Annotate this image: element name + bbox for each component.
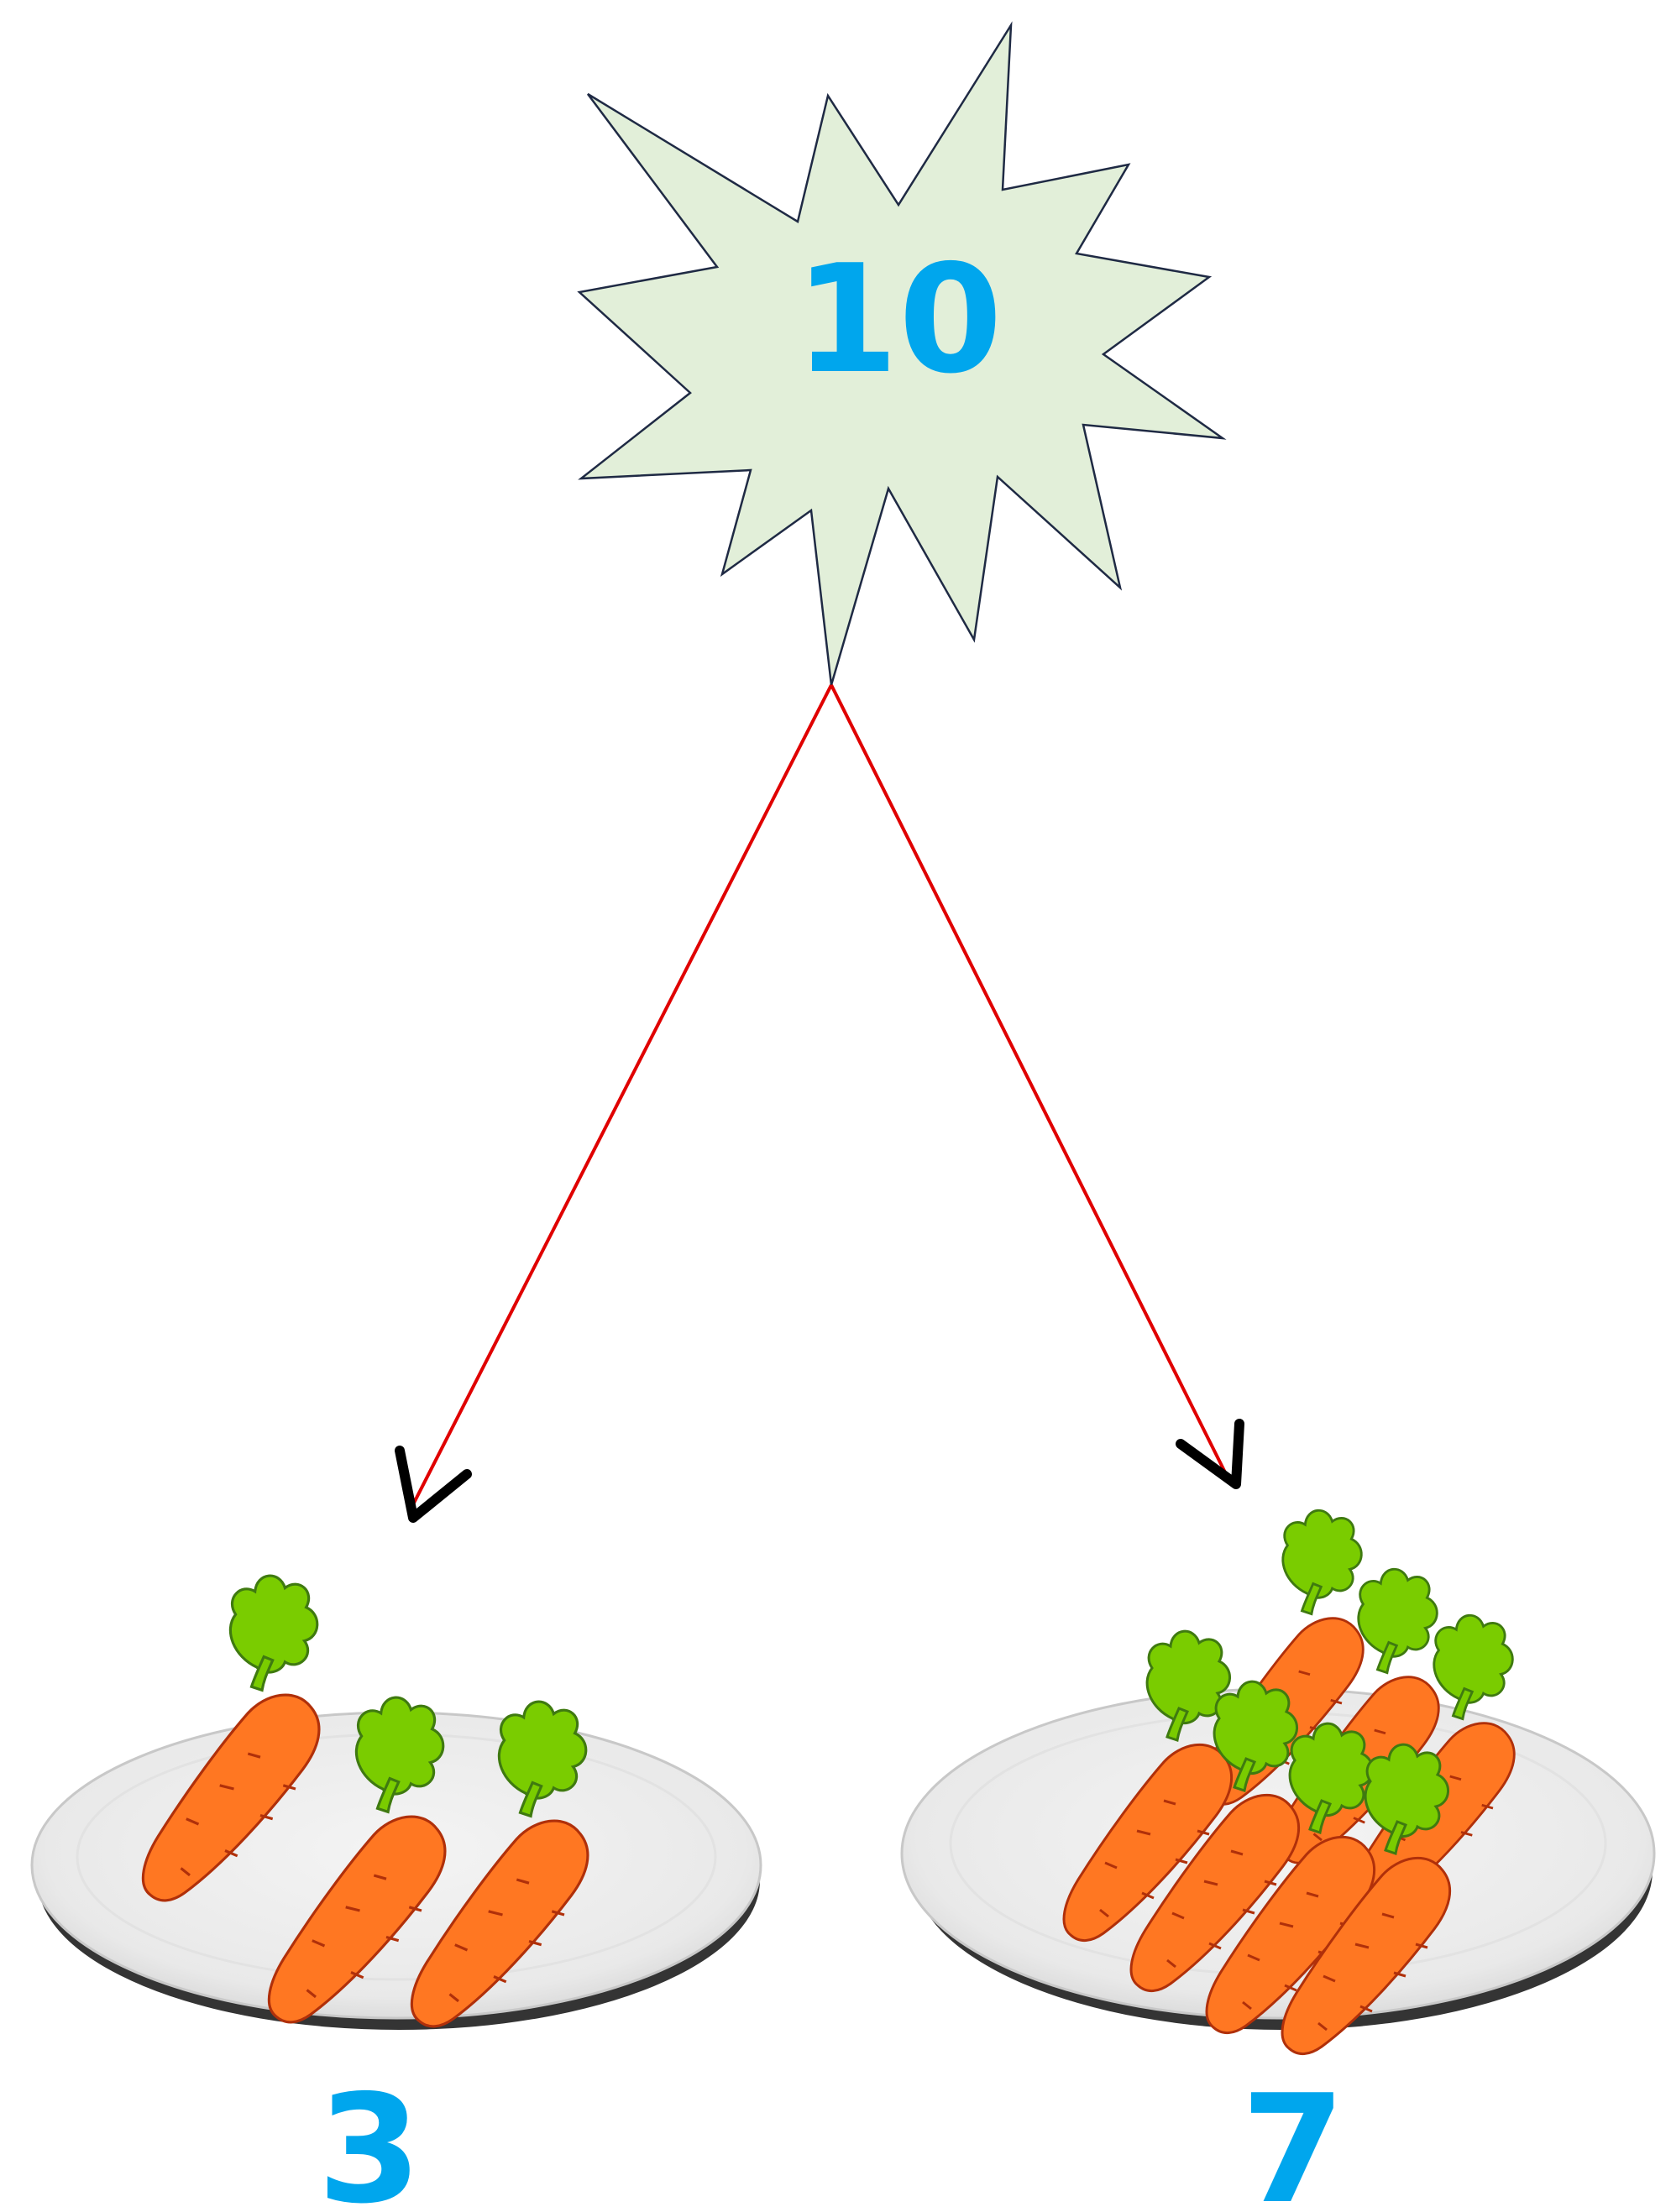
split-arrows <box>395 684 1244 1523</box>
right-value: 7 <box>1241 2063 1345 2212</box>
left-group: 3 <box>30 1574 762 2212</box>
total-value: 10 <box>794 233 1003 406</box>
arrow-line-right <box>830 684 1233 1485</box>
left-value: 3 <box>317 2063 422 2212</box>
right-group: 7 <box>900 1509 1656 2212</box>
arrowhead-right-icon <box>1176 1419 1244 1489</box>
total-burst: 10 <box>577 21 1227 686</box>
arrow-line-left <box>408 684 833 1512</box>
arrowhead-left-icon <box>395 1446 472 1523</box>
